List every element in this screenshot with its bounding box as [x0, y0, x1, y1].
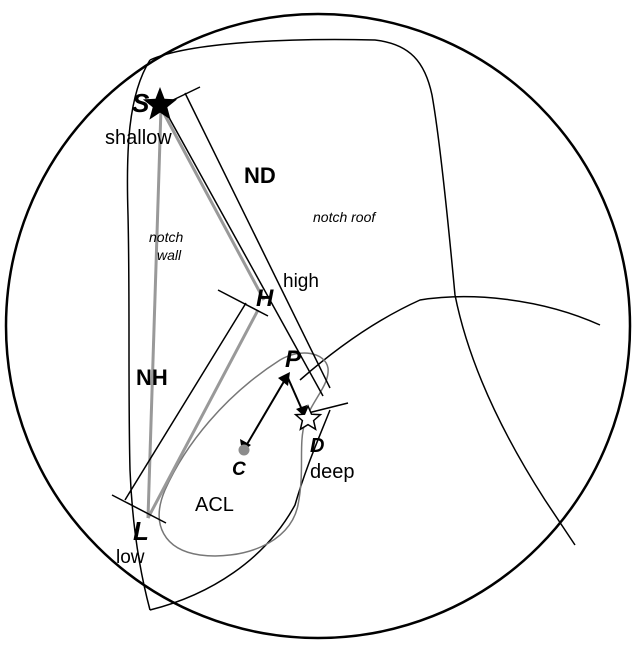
shallow-label: shallow: [105, 127, 172, 149]
notch-outline: [149, 38, 576, 546]
point-l-label: L: [133, 516, 149, 546]
nh-tick-bottom: [111, 494, 167, 524]
hl-gray-line: [146, 309, 260, 519]
low-label: low: [116, 547, 145, 568]
sl-gray-line: [146, 107, 163, 519]
shallow-star-icon: [142, 87, 178, 120]
p-arrowhead-top: [278, 372, 290, 386]
point-h-label: H: [256, 285, 274, 312]
acl-center-dot: [238, 444, 250, 456]
point-p-label: P: [285, 346, 302, 373]
notch-wall-label-line1: notch: [149, 229, 183, 245]
nd-measure-line: [184, 92, 331, 389]
nd-label: ND: [244, 163, 276, 188]
high-label: high: [283, 271, 319, 292]
sh-gray-line: [159, 107, 266, 301]
notch-roof-label: notch roof: [313, 209, 377, 225]
nd-tick-top: [172, 86, 201, 101]
notch-wall-label-line2: wall: [157, 247, 182, 263]
nd-axis-line: [160, 102, 324, 397]
acl-label: ACL: [195, 494, 234, 516]
nh-label: NH: [136, 365, 168, 390]
p-to-d-arrow-line: [287, 377, 304, 413]
c-to-p-arrow-line: [245, 377, 287, 447]
nh-tick-top: [217, 289, 269, 317]
point-c-label: C: [232, 459, 246, 480]
deep-star-icon: [293, 404, 323, 431]
nh-measure-line: [124, 302, 247, 501]
notch-wall-outline: [126, 59, 151, 611]
scope-field-circle: [4, 12, 632, 640]
notch-ridge-line: [299, 295, 601, 381]
acl-outline: [158, 352, 329, 557]
lower-boundary-line: [149, 409, 331, 611]
point-s-label: S: [132, 88, 150, 118]
point-d-label: D: [310, 435, 324, 457]
deep-label: deep: [310, 461, 355, 483]
